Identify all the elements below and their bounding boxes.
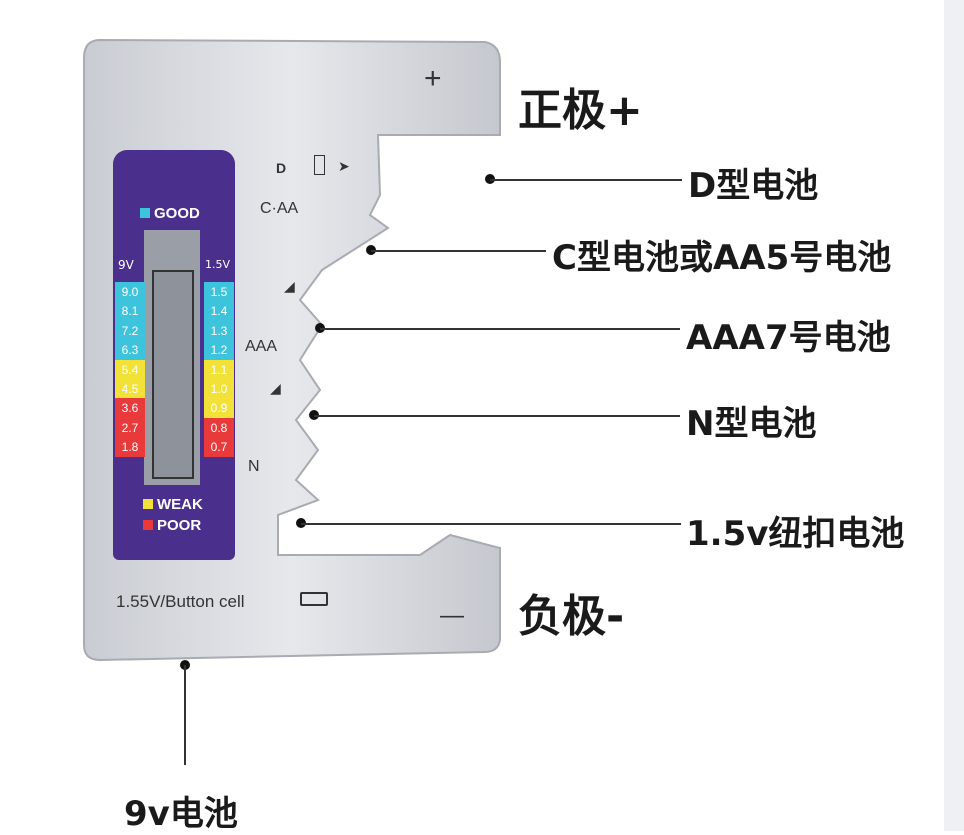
legend-weak: WEAK <box>143 496 203 513</box>
pointer-line <box>314 415 680 417</box>
scale-value: 0.7 <box>204 437 234 458</box>
arrow-icon: ➤ <box>338 158 350 174</box>
pointer-line <box>490 179 682 181</box>
weak-label: WEAK <box>157 496 203 513</box>
battery-icon <box>314 155 325 175</box>
button-cell-label: 1.55V/Button cell <box>116 592 245 611</box>
scale-value: 7.2 <box>115 320 145 341</box>
negative-label: 负极- <box>518 591 625 642</box>
button-cell-icon <box>300 592 328 606</box>
n-battery-label: N型电池 <box>686 404 817 444</box>
legend-poor: POOR <box>143 517 201 534</box>
legend-good: GOOD <box>140 205 200 222</box>
scale-value: 0.8 <box>204 417 234 438</box>
c-aa-battery-label: C型电池或AA5号电池 <box>552 238 892 278</box>
positive-label: 正极+ <box>518 85 643 136</box>
scale-value: 1.2 <box>204 340 234 361</box>
scale-value: 4.5 <box>115 379 145 399</box>
plus-mark: + <box>424 62 442 95</box>
arrow-icon: ◢ <box>284 278 295 294</box>
scale-value: 1.8 <box>115 437 145 458</box>
minus-mark: — <box>440 602 464 629</box>
good-label: GOOD <box>154 205 200 222</box>
scale-value: 1.3 <box>204 320 234 341</box>
scale-value: 5.4 <box>115 359 145 380</box>
scale-value: 0.9 <box>204 398 234 419</box>
arrow-icon: ◢ <box>270 380 281 396</box>
scale-value: 8.1 <box>115 301 145 322</box>
slot-c-aa-label: C·AA <box>260 200 299 217</box>
pointer-line <box>371 250 546 252</box>
pointer-line <box>301 523 681 525</box>
scale-value: 2.7 <box>115 417 145 438</box>
poor-label: POOR <box>157 517 202 534</box>
nine-v-battery-label: 9v电池 <box>124 794 238 834</box>
side-strip <box>944 0 964 831</box>
slot-aaa-label: AAA <box>245 338 278 355</box>
aaa-battery-label: AAA7号电池 <box>686 318 891 358</box>
pointer-line <box>184 665 186 765</box>
lcd-display <box>144 230 200 485</box>
d-battery-label: D型电池 <box>688 166 819 206</box>
scale-value: 9.0 <box>115 282 145 302</box>
button-cell-battery-label: 1.5v纽扣电池 <box>686 514 905 554</box>
scale-value: 6.3 <box>115 340 145 361</box>
scale-value: 1.5 <box>204 282 234 302</box>
battery-level-icon <box>152 270 194 479</box>
scale-value: 3.6 <box>115 398 145 419</box>
scale-value: 1.4 <box>204 301 234 322</box>
slot-n-label: N <box>248 458 260 475</box>
scale-value: 1.1 <box>204 359 234 380</box>
scale-value: 1.0 <box>204 379 234 399</box>
pointer-line <box>320 328 680 330</box>
right-header: 1.5V <box>205 258 231 271</box>
slot-d-label: D <box>276 160 287 176</box>
left-header: 9V <box>118 258 134 272</box>
